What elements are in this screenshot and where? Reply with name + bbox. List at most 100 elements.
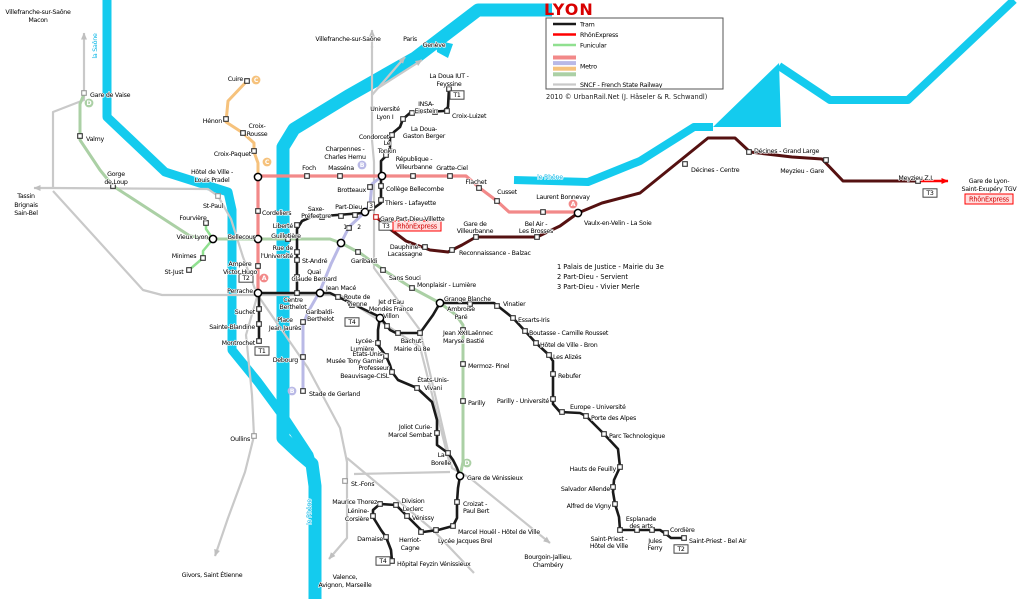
map-label: Jules — [647, 538, 662, 545]
map-label: Porte des Alpes — [591, 415, 636, 422]
station-marker — [380, 267, 386, 273]
map-label: St.-Fons — [351, 481, 374, 488]
map-label: Gare de Lyon- — [969, 178, 1009, 185]
line-metro-c — [224, 79, 260, 176]
metro-line-badge-C — [251, 75, 261, 85]
map-label: Bourgoin-Jallieu, — [524, 554, 572, 561]
station-marker — [377, 501, 383, 507]
line-sncf-villefranche — [51, 32, 87, 188]
map-label: St-Just — [165, 269, 185, 276]
map-label: Grange Blanche — [444, 296, 491, 303]
map-label: Décines - Centre — [691, 166, 740, 174]
station-marker — [244, 78, 250, 84]
water-la-saone — [102, 0, 318, 470]
station-marker — [294, 290, 300, 296]
interchange-marker — [315, 288, 325, 298]
station-marker — [559, 409, 565, 415]
map-label: Jean XXIII - — [442, 330, 474, 337]
station-marker — [418, 529, 424, 535]
map-label: Saint-Exupéry TGV — [961, 185, 1017, 193]
map-label: Monplaisir - Lumière — [417, 281, 476, 289]
line-sncf-paris — [371, 56, 406, 96]
station-marker — [240, 130, 246, 136]
footnote: 2 Part-Dieu - Servient — [557, 273, 628, 281]
station-marker — [342, 478, 348, 484]
tram-line-badge-label: T4 — [347, 319, 356, 326]
map-label: Bachut- — [401, 338, 424, 345]
station-marker — [444, 108, 450, 114]
station-marker — [375, 340, 381, 346]
map-label: États-Unis- — [417, 375, 448, 384]
map-label: Garibaldi — [351, 258, 378, 265]
station-marker — [432, 109, 438, 115]
map-label: Gare de Vénissieux — [467, 474, 523, 482]
station-marker — [215, 193, 221, 199]
station-marker — [612, 501, 618, 507]
station-marker — [460, 361, 466, 367]
station-marker — [300, 354, 306, 360]
legend-item-label: Metro — [580, 63, 597, 70]
map-label: Saxe- — [308, 206, 324, 213]
station-marker — [294, 222, 300, 228]
map-label: Dauphiné- — [390, 243, 420, 251]
map-label: Villeurbanne — [457, 228, 494, 235]
station-marker — [434, 430, 440, 436]
map-label: Gare de Vaise — [90, 92, 131, 99]
metro-line-badge-D — [462, 458, 472, 468]
map-label: Croix-Luizet — [452, 113, 487, 120]
metro-line-badge-label: B — [290, 388, 295, 395]
water-le-rhone — [276, 3, 552, 599]
map-label: Avignon, Marseille — [319, 582, 372, 589]
station-marker — [534, 234, 540, 240]
station-marker — [203, 220, 209, 226]
legend-swatch-metro — [553, 72, 576, 77]
line-sncf-venissieux-link — [353, 470, 451, 476]
map-label: Meyzieu - Gare — [780, 168, 824, 175]
map-label: Lénine- — [348, 507, 369, 515]
interchange-marker — [253, 234, 263, 244]
metro-line-badge-label: C — [254, 77, 259, 84]
station-marker — [533, 340, 539, 346]
station-marker — [746, 149, 752, 155]
rhonexpress-badge-label: RhônExpress — [397, 222, 438, 230]
station-marker — [378, 183, 384, 189]
map-label: Cusset — [497, 189, 518, 196]
station-marker — [395, 330, 401, 336]
line-sncf-tassin-perrache — [52, 190, 255, 297]
legend-swatch-metro — [553, 61, 576, 66]
map-label: Genève — [423, 41, 446, 49]
map-label: Bellecour — [228, 234, 256, 241]
map-label: Lycée Jacques Brel — [438, 537, 493, 545]
map-label: Chambéry — [533, 561, 564, 569]
map-label: Herriot- — [399, 537, 421, 544]
station-marker — [367, 184, 373, 190]
station-marker — [81, 90, 87, 96]
metro-line-badge-D — [84, 98, 94, 108]
map-label: le Rhône — [537, 173, 563, 181]
station-marker — [393, 502, 399, 508]
map-label: Villeurbanne — [396, 164, 433, 171]
station-marker — [550, 396, 556, 402]
map-label: Jean Macé — [325, 284, 356, 292]
metro-line-badge-label: A — [262, 275, 267, 282]
map-label: Tonkin — [377, 148, 397, 155]
map-label: Gare de — [463, 221, 487, 228]
map-label: Reconnaissance - Balzac — [459, 250, 531, 257]
map-label: Laënnec — [468, 330, 494, 337]
map-label: Claude Bernard — [291, 276, 337, 283]
map-label: Rebufer — [558, 373, 582, 380]
map-label: Croix- — [249, 123, 266, 130]
station-marker — [617, 527, 623, 533]
map-label: Vivani — [424, 385, 442, 392]
map-label: Condorcet — [359, 134, 390, 141]
map-label: Ambroise — [447, 306, 475, 313]
map-label: Cordeliers — [262, 210, 291, 217]
station-marker — [460, 327, 466, 333]
station-marker — [823, 157, 829, 163]
map-label: Cagne — [401, 545, 420, 552]
station-marker — [186, 267, 192, 273]
legend-item-label: Funicular — [580, 42, 607, 49]
tram-line-badge-T2 — [673, 544, 689, 554]
map-label: Paul Bert — [463, 508, 490, 515]
station-marker — [355, 249, 361, 255]
